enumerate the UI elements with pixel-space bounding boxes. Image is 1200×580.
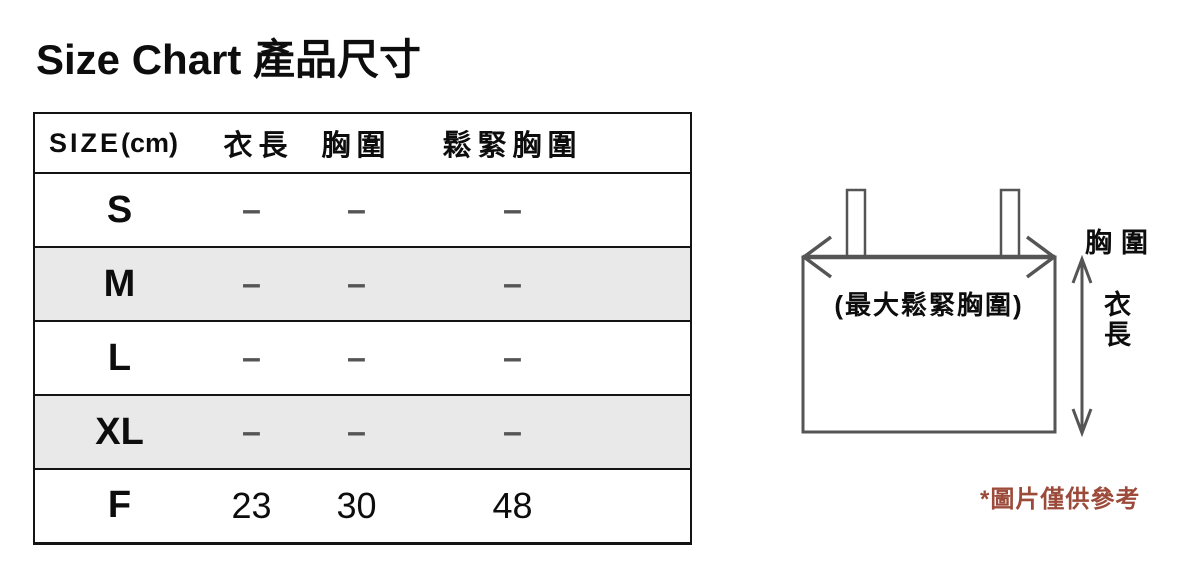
strap-right [999, 188, 1021, 257]
size-table: SIZE(cm) 衣長 胸圍 鬆緊胸圍 S – – – M – – – L – … [33, 112, 692, 545]
table-row: M – – – [34, 247, 691, 321]
column-header-length: 衣長 [223, 130, 294, 162]
page-title: Size Chart 產品尺寸 [36, 36, 422, 83]
value-cell: – [503, 412, 522, 451]
size-cell: M [103, 262, 136, 305]
value-cell: – [242, 190, 261, 229]
size-cell: S [106, 188, 133, 231]
table-header-row: SIZE(cm) 衣長 胸圍 鬆緊胸圍 [34, 113, 691, 173]
value-cell: 30 [336, 484, 377, 526]
size-cell: F [107, 484, 132, 527]
garment-body [801, 255, 1057, 434]
column-header-elastic-chest: 鬆緊胸圍 [442, 130, 583, 162]
size-column-header: SIZE(cm) [49, 127, 179, 158]
reference-note: *圖片僅供參考 [980, 486, 1141, 513]
value-cell: 48 [492, 484, 533, 526]
value-cell: – [242, 338, 261, 377]
garment-diagram [801, 188, 1093, 438]
empty-header-cell [611, 113, 691, 173]
table-row: L – – – [34, 321, 691, 395]
value-cell: – [503, 264, 522, 303]
empty-cell [611, 321, 691, 395]
table-row: S – – – [34, 173, 691, 247]
length-arrow-bottom-head [1071, 408, 1093, 438]
table-row: XL – – – [34, 395, 691, 469]
value-cell: – [503, 338, 522, 377]
empty-cell [611, 469, 691, 543]
value-cell: – [503, 190, 522, 229]
length-measure-label: 衣長 [1100, 290, 1130, 350]
value-cell: – [242, 264, 261, 303]
value-cell: 23 [231, 484, 272, 526]
strap-left [845, 188, 867, 257]
value-cell: – [347, 338, 366, 377]
value-cell: – [347, 190, 366, 229]
empty-cell [611, 247, 691, 321]
chest-arrow-left-head [801, 235, 833, 279]
chest-arrow-right-head [1025, 235, 1057, 279]
value-cell: – [242, 412, 261, 451]
empty-cell [611, 395, 691, 469]
value-cell: – [347, 264, 366, 303]
length-arrow-top-head [1071, 254, 1093, 284]
value-cell: – [347, 412, 366, 451]
empty-cell [611, 173, 691, 247]
column-header-chest: 胸圍 [321, 130, 392, 162]
size-cell: L [107, 336, 132, 379]
chest-measure-label: 胸圍 [1085, 228, 1157, 258]
max-elastic-chest-label: (最大鬆緊胸圍) [834, 290, 1024, 320]
table-row: F 23 30 48 [34, 469, 691, 543]
size-cell: XL [95, 410, 144, 453]
